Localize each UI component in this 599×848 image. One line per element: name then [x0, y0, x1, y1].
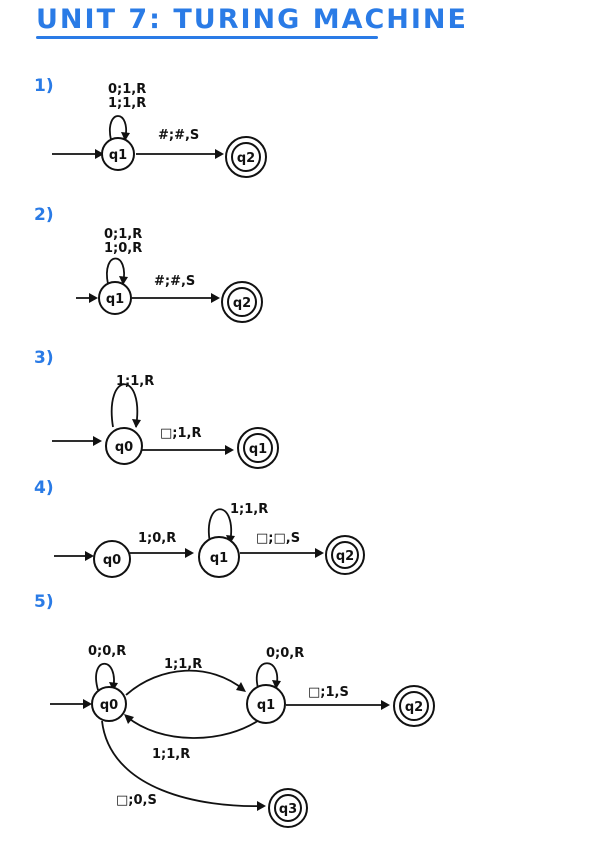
arrowhead	[215, 149, 224, 159]
arrowhead	[257, 801, 266, 811]
transition-label: □;0,S	[116, 793, 157, 808]
transition-q0-q1	[125, 669, 245, 696]
state-label: q1	[249, 442, 267, 457]
arrowhead	[124, 714, 134, 724]
page-title: UNIT 7: TURING MACHINE	[36, 4, 468, 35]
state-label: q0	[103, 553, 121, 568]
arrowhead	[89, 293, 98, 303]
transition-label: #;#,S	[154, 274, 195, 289]
state-label: q0	[100, 698, 118, 713]
arrowhead	[236, 682, 246, 692]
arrowhead	[119, 276, 128, 285]
machine-5: q0 q1 q2 q3 0;0,R 1;1,R 0;0,R □;1,S 1;1,…	[50, 644, 435, 828]
state-label: q1	[106, 292, 124, 307]
accepting-state-inner	[274, 794, 302, 822]
state-label: q2	[336, 549, 354, 564]
machine-1: q1 q2 0;1,R 1;1,R #;#,S	[52, 82, 267, 178]
self-loop-q1	[255, 662, 279, 689]
transition-label: 1;1,R	[152, 747, 190, 762]
transition-label: 0;1,R	[108, 82, 146, 97]
state-node	[105, 427, 143, 465]
arrowhead	[225, 445, 234, 455]
accepting-state-inner	[331, 541, 359, 569]
transition-label: □;1,R	[160, 426, 201, 441]
transition-label: 1;1,R	[164, 657, 202, 672]
accepting-state-inner	[227, 287, 257, 317]
question-number-3: 3)	[34, 348, 54, 368]
arrowhead	[109, 682, 118, 691]
state-node	[101, 137, 135, 171]
state-node	[91, 686, 127, 722]
state-label: q3	[279, 802, 297, 817]
state-node	[198, 536, 240, 578]
state-label: q1	[109, 148, 127, 163]
transition-q0-q3	[101, 720, 265, 808]
transition-label: 1;1,R	[108, 96, 146, 111]
self-loop-q0	[110, 383, 139, 428]
arrowhead	[83, 699, 92, 709]
transition-label: 0;0,R	[266, 646, 304, 661]
state-label: q2	[233, 296, 251, 311]
transition-label: 0;0,R	[88, 644, 126, 659]
question-number-5: 5)	[34, 592, 54, 612]
state-label: q1	[210, 551, 228, 566]
transition-label: 1;0,R	[138, 531, 176, 546]
state-label: q2	[405, 700, 423, 715]
question-number-4: 4)	[34, 478, 54, 498]
machine-4: q0 q1 q2 1;0,R 1;1,R □;□,S	[54, 502, 365, 578]
transition-label: □;□,S	[256, 531, 300, 546]
arrowhead	[315, 548, 324, 558]
transition-q1-q0	[125, 715, 263, 739]
arrowhead	[95, 149, 104, 159]
accepting-state-inner	[231, 142, 261, 172]
transition-label: 0;1,R	[104, 227, 142, 242]
state-node	[93, 540, 131, 578]
transition-label: #;#,S	[158, 128, 199, 143]
arrowhead	[121, 132, 130, 141]
state-label: q0	[115, 440, 133, 455]
question-number-1: 1)	[34, 76, 54, 96]
arrowhead	[185, 548, 194, 558]
self-loop-q0	[95, 663, 115, 691]
arrowhead	[132, 419, 141, 428]
machine-3: q0 q1 1;1,R □;1,R	[52, 374, 279, 469]
question-number-2: 2)	[34, 205, 54, 225]
accepting-state-inner	[243, 433, 273, 463]
transition-label: 1;1,R	[230, 502, 268, 517]
state-label: q2	[237, 151, 255, 166]
machine-2: q1 q2 0;1,R 1;0,R #;#,S	[76, 227, 263, 323]
arrowhead	[272, 680, 281, 689]
state-node	[98, 281, 132, 315]
state-label: q1	[257, 698, 275, 713]
transition-label: 1;0,R	[104, 241, 142, 256]
self-loop-q1	[207, 508, 233, 544]
accepting-state-inner	[399, 691, 429, 721]
self-loop-q1	[108, 115, 128, 141]
arrowhead	[85, 551, 94, 561]
state-node	[246, 684, 286, 724]
arrowhead	[381, 700, 390, 710]
title-underline	[36, 36, 378, 39]
transition-label: 1;1,R	[116, 374, 154, 389]
self-loop-q1	[106, 257, 125, 285]
arrowhead	[211, 293, 220, 303]
transition-label: □;1,S	[308, 685, 349, 700]
arrowhead	[93, 436, 102, 446]
